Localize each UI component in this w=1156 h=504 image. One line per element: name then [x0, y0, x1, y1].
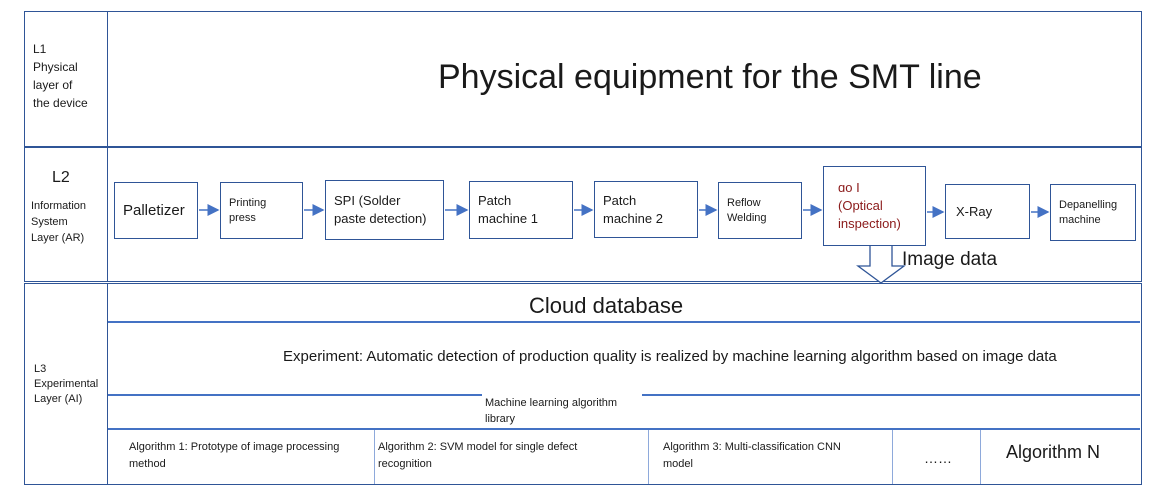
process-node-label: Depanelling [1059, 198, 1118, 211]
process-node-spi: SPI (Solder paste detection) [325, 180, 444, 240]
library-label-line: library [485, 413, 515, 425]
layer-l3-label-cell [24, 283, 108, 485]
process-node-label: machine 1 [478, 211, 538, 226]
algorithm-n: Algorithm N [1006, 442, 1101, 462]
layer-l1-name-line: Physical [33, 60, 78, 74]
process-node-label: Reflow [727, 196, 761, 209]
algorithm-label: Algorithm 2: SVM model for single defect [378, 441, 578, 453]
layer-l2-name-line: Information [31, 200, 87, 212]
algorithm-label: method [129, 458, 166, 470]
layer-l1-name-line: the device [33, 96, 88, 110]
algorithm-row-divider [108, 428, 1140, 430]
algorithm-cell-separator [374, 430, 375, 484]
layer-l1-label: L1 Physical layer of the device [33, 40, 105, 112]
process-node-label: press [229, 211, 256, 224]
algorithm-cell-separator [980, 430, 981, 484]
algorithm-label: model [663, 458, 693, 470]
layer-l2-code: L2 [52, 169, 70, 186]
layer-l3-name-line: Layer (AI) [34, 393, 83, 405]
process-node-printing-press: Printing press [220, 182, 303, 239]
layer-l1-name-line: layer of [33, 78, 73, 92]
process-node-label: machine [1059, 213, 1101, 226]
library-divider-left [108, 394, 482, 396]
layer-l2-label: L2 Information System Layer (AR) [31, 166, 105, 246]
process-node-label: SPI (Solder [334, 193, 401, 208]
image-data-label: Image data [902, 249, 998, 270]
layer-l2-name-line: System [31, 216, 68, 228]
image-data-down-arrow [856, 246, 906, 284]
experiment-text: Experiment: Automatic detection of produ… [283, 348, 1057, 365]
layer-l3-code: L3 [34, 363, 47, 375]
library-label: Machine learning algorithm library [485, 395, 617, 427]
algorithm-cell-separator [892, 430, 893, 484]
algorithm-label: Algorithm 3: Multi-classification CNN [663, 441, 841, 453]
algorithm-label: recognition [378, 458, 432, 470]
process-node-label: paste detection) [334, 211, 427, 226]
layer-l3-label: L3 Experimental Layer (AI) [34, 362, 106, 407]
algorithm-cell-separator [648, 430, 649, 484]
layer-l1-title: Physical equipment for the SMT line [438, 58, 982, 96]
algorithm-3: Algorithm 3: Multi-classification CNN mo… [663, 439, 841, 473]
process-node-reflow-welding: Reflow Welding [718, 182, 802, 239]
process-node-label: ɑo I [838, 180, 860, 195]
process-node-aoi: ɑo I (Optical inspection) [823, 166, 926, 246]
layer-l2-label-cell [24, 147, 108, 282]
algorithm-2: Algorithm 2: SVM model for single defect… [378, 439, 577, 473]
library-divider-right [642, 394, 1140, 396]
process-node-label: Patch [478, 193, 512, 208]
process-node-palletizer: Palletizer [114, 182, 198, 239]
process-node-label: Printing [229, 196, 267, 209]
process-node-label: X-Ray [956, 203, 993, 219]
cloud-divider [108, 321, 1140, 323]
algorithm-ellipsis: …… [924, 450, 952, 466]
library-label-line: Machine learning algorithm [485, 397, 618, 409]
process-node-label: (Optical [838, 198, 883, 213]
process-node-patch-machine-1: Patch machine 1 [469, 181, 573, 239]
process-node-label: Welding [727, 211, 767, 224]
layer-l1-label-cell [24, 11, 108, 147]
layer-l2-name-line: Layer (AR) [31, 232, 85, 244]
process-node-label: Patch [603, 192, 637, 208]
process-node-label: Palletizer [123, 201, 185, 219]
process-node-patch-machine-2: Patch machine 2 [594, 181, 698, 238]
process-node-label: machine 2 [603, 210, 663, 226]
algorithm-label: Algorithm 1: Prototype of image processi… [129, 441, 340, 453]
algorithm-1: Algorithm 1: Prototype of image processi… [129, 439, 339, 473]
layer-l3-name-line: Experimental [34, 378, 99, 390]
process-node-label: inspection) [838, 216, 901, 231]
layer-l1-code: L1 [33, 42, 47, 56]
process-node-depanelling: Depanelling machine [1050, 184, 1136, 241]
process-node-x-ray: X-Ray [945, 184, 1030, 239]
cloud-database-title: Cloud database [529, 293, 684, 318]
